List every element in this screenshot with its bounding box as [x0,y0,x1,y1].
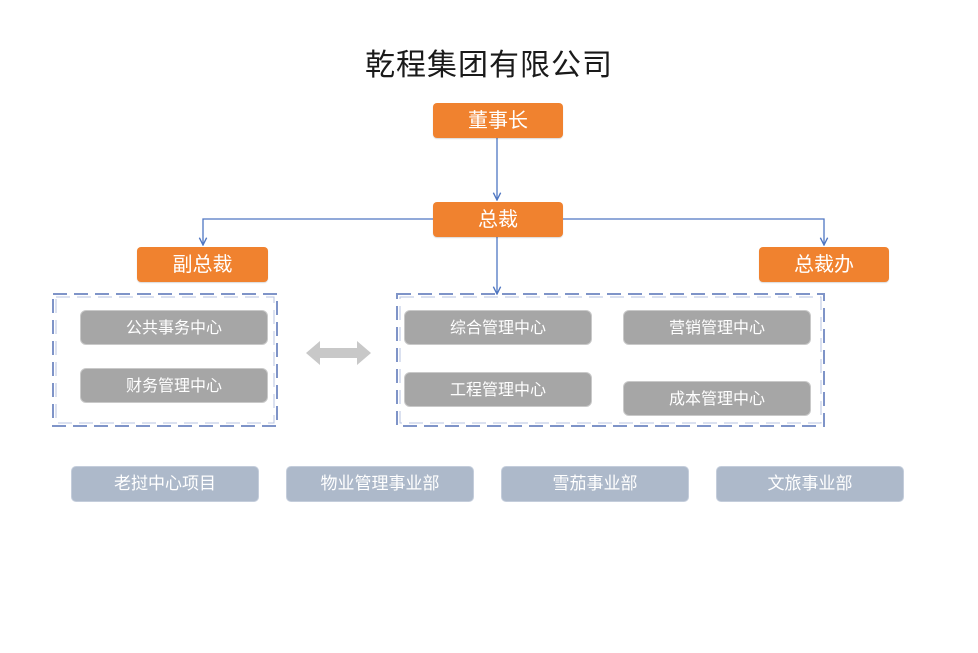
business-unit-cigar: 雪茄事业部 [501,466,689,502]
center-cost-management: 成本管理中心 [623,381,811,416]
page-title: 乾程集团有限公司 [365,48,613,83]
connector-president-vice-president [203,218,433,245]
business-unit-culture-tourism: 文旅事业部 [716,466,904,502]
center-public-affairs: 公共事务中心 [80,310,268,345]
chairman-box: 董事长 [433,103,563,138]
right-group-border [396,293,825,427]
double-arrow [306,341,371,365]
center-general-management: 综合管理中心 [404,310,592,345]
right-group-border-inner [399,296,822,424]
center-finance: 财务管理中心 [80,368,268,403]
business-unit-laos: 老挝中心项目 [71,466,259,502]
center-engineering: 工程管理中心 [404,372,592,407]
president-box: 总裁 [433,202,563,237]
left-group-border [52,293,278,427]
president-office-box: 总裁办 [759,247,889,282]
business-unit-property: 物业管理事业部 [286,466,474,502]
connector-president-office [563,218,824,245]
vice-president-box: 副总裁 [137,247,268,282]
center-marketing: 营销管理中心 [623,310,811,345]
left-group-border-inner [55,296,275,424]
